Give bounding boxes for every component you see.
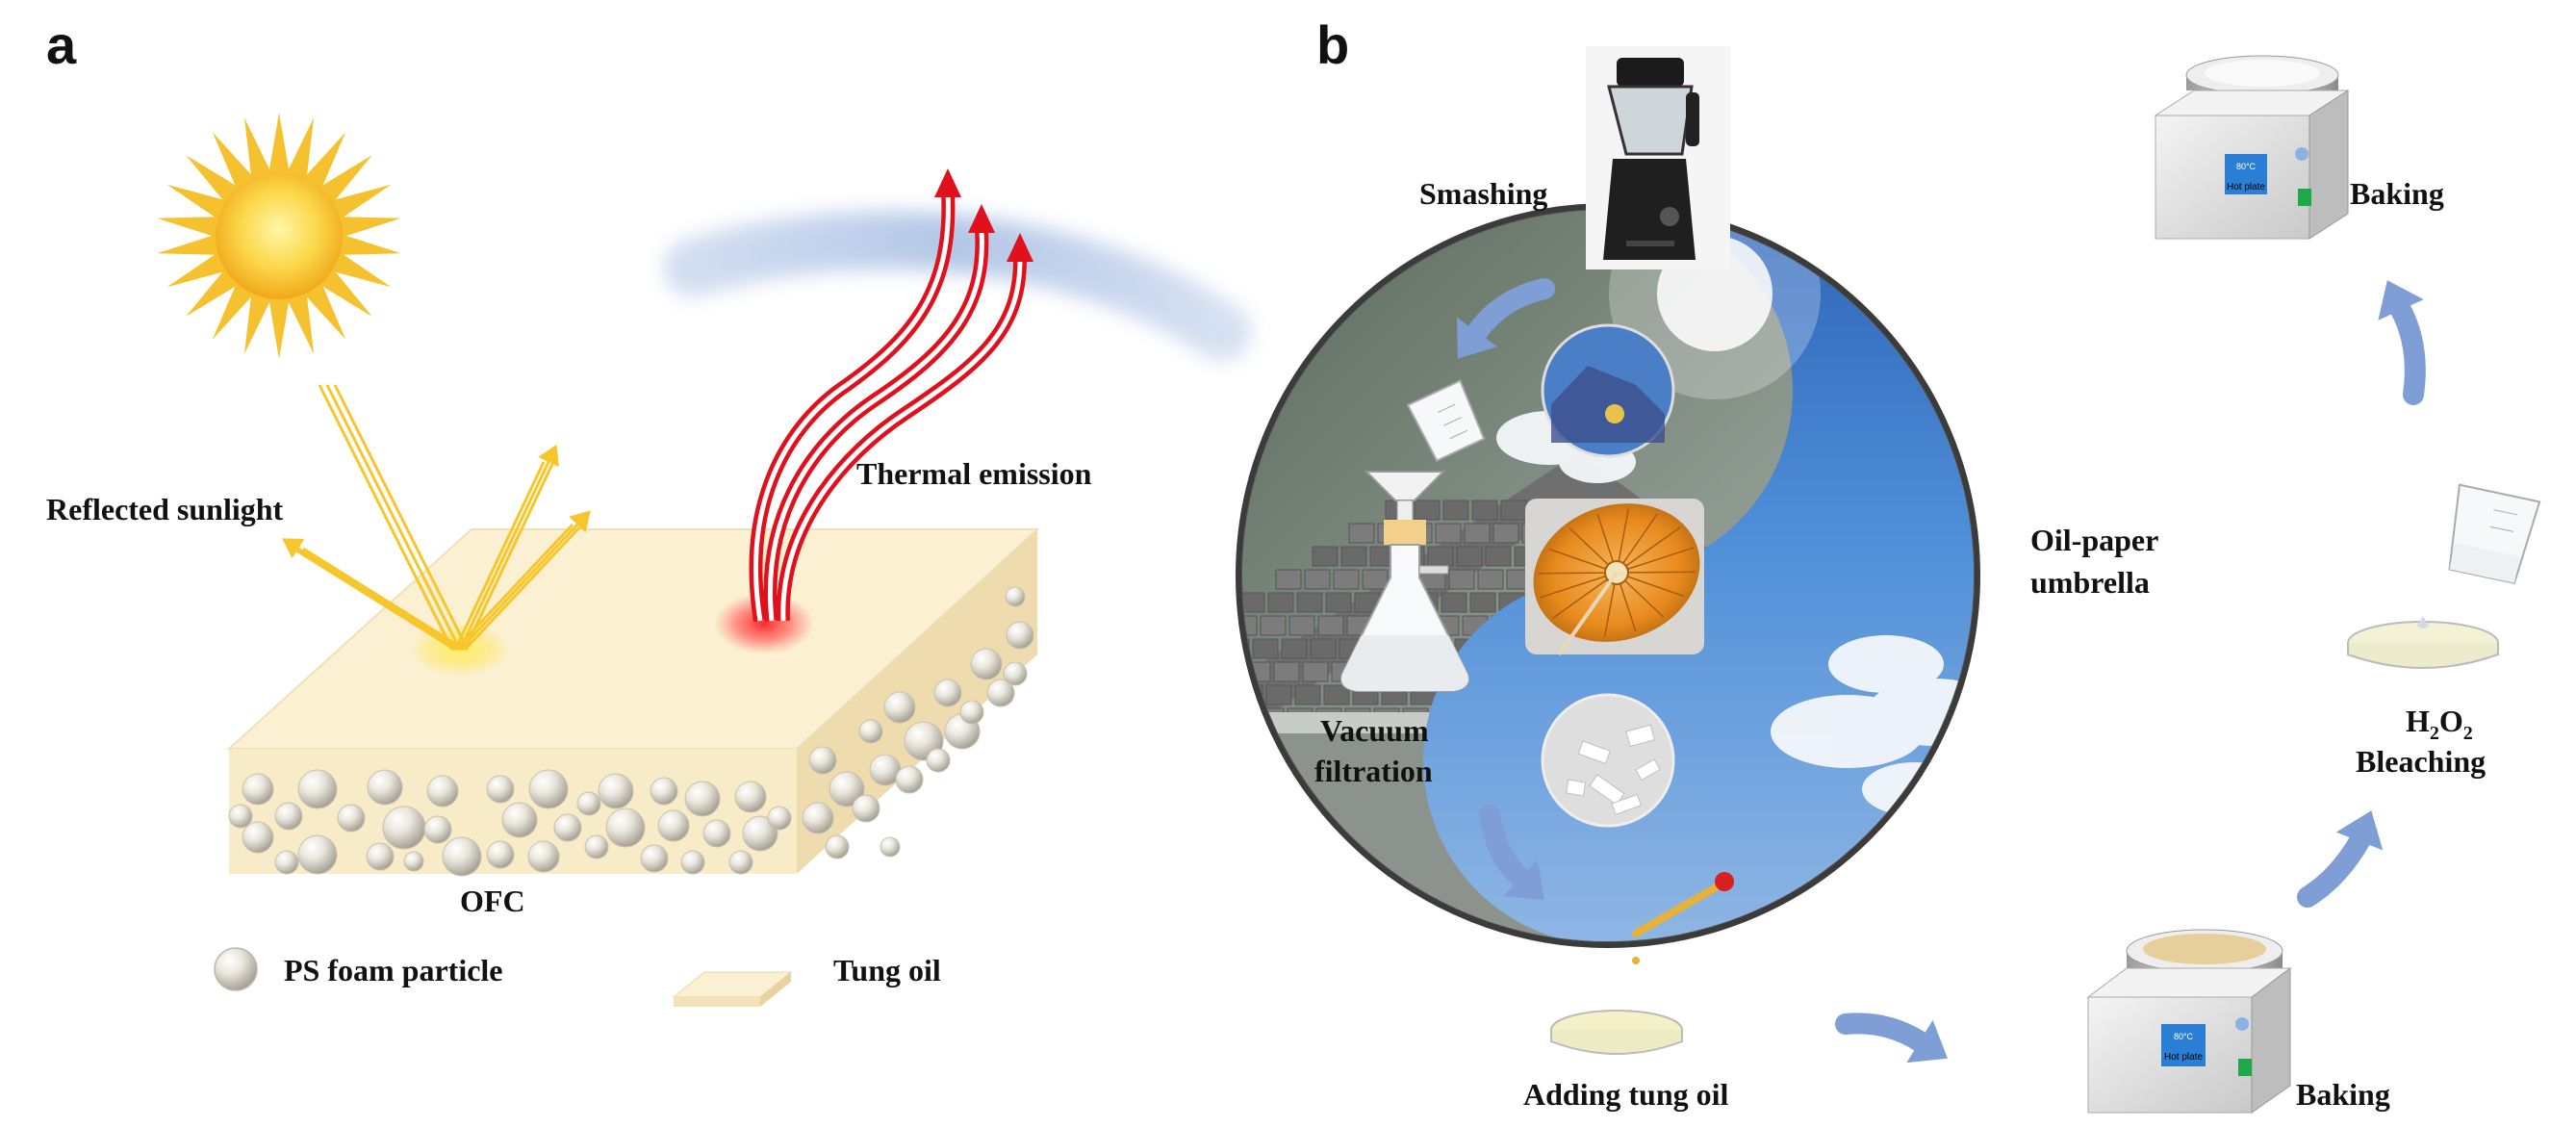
- step-baking-top-label: Baking: [2350, 176, 2444, 211]
- atmosphere-window: [664, 211, 1251, 361]
- ofc-label: OFC: [460, 884, 525, 918]
- oil-paper-umbrella-photo: [1525, 499, 1704, 656]
- hot-plate-bottom-display: 80°C: [2174, 1032, 2194, 1041]
- h2o2-o: O: [2439, 704, 2463, 738]
- umbrella-label-line2: umbrella: [2030, 565, 2150, 600]
- step-vacuum-label-line2: filtration: [1314, 754, 1433, 788]
- thermal-emission-label: Thermal emission: [856, 456, 1092, 491]
- svg-text:H2O2: H2O2: [2406, 704, 2473, 744]
- step-vacuum-label-line1: Vacuum: [1320, 713, 1429, 748]
- petri-dish-bleaching-icon: [2347, 616, 2499, 669]
- hot-plate-top-text: Hot plate: [2227, 182, 2265, 192]
- hot-plate-top-display: 80°C: [2236, 162, 2257, 171]
- panel-b-letter: b: [1316, 14, 1349, 75]
- hot-plate-bottom-icon: Hot plate 80°C: [2086, 929, 2292, 1114]
- umbrella-label-line1: Oil-paper: [2030, 523, 2158, 557]
- beaker-icon: [1406, 379, 1486, 462]
- h2o2-h: H: [2406, 704, 2430, 738]
- thermal-emission-arrows: [749, 168, 1033, 623]
- h2o2-sub2: 2: [2463, 723, 2473, 744]
- step-adding-oil-label: Adding tung oil: [1523, 1077, 1729, 1112]
- legend-oil-label: Tung oil: [833, 953, 941, 987]
- panel-a-letter: a: [46, 14, 77, 75]
- sunlight-beams: [282, 384, 591, 652]
- sun-icon: [157, 113, 401, 359]
- petri-dish-oil-icon: [1550, 1010, 1683, 1055]
- ps-foam-particle-icon: [214, 947, 258, 991]
- vacuum-filtration-flask-icon: [1340, 471, 1469, 692]
- h2o2-sub1: 2: [2430, 723, 2439, 744]
- step-baking-bottom-label: Baking: [2296, 1077, 2390, 1112]
- hot-plate-bottom-text: Hot plate: [2164, 1052, 2203, 1063]
- ofc-block: [226, 528, 1040, 877]
- reflected-sunlight-label: Reflected sunlight: [46, 492, 284, 526]
- hot-plate-top-icon: Hot plate 80°C: [2154, 55, 2350, 240]
- tung-oil-icon: [672, 971, 793, 1007]
- dropper-icon: [1632, 872, 1734, 964]
- h2o2-label: H2O2: [2406, 704, 2473, 744]
- process-arrows: [1456, 278, 2426, 1064]
- step-bleaching-label: Bleaching: [2356, 744, 2486, 779]
- legend-particle-label: PS foam particle: [284, 953, 503, 987]
- bleaching-beaker-icon: [2448, 483, 2541, 584]
- blender-icon: [1586, 46, 1730, 269]
- step-smashing-label: Smashing: [1419, 176, 1547, 211]
